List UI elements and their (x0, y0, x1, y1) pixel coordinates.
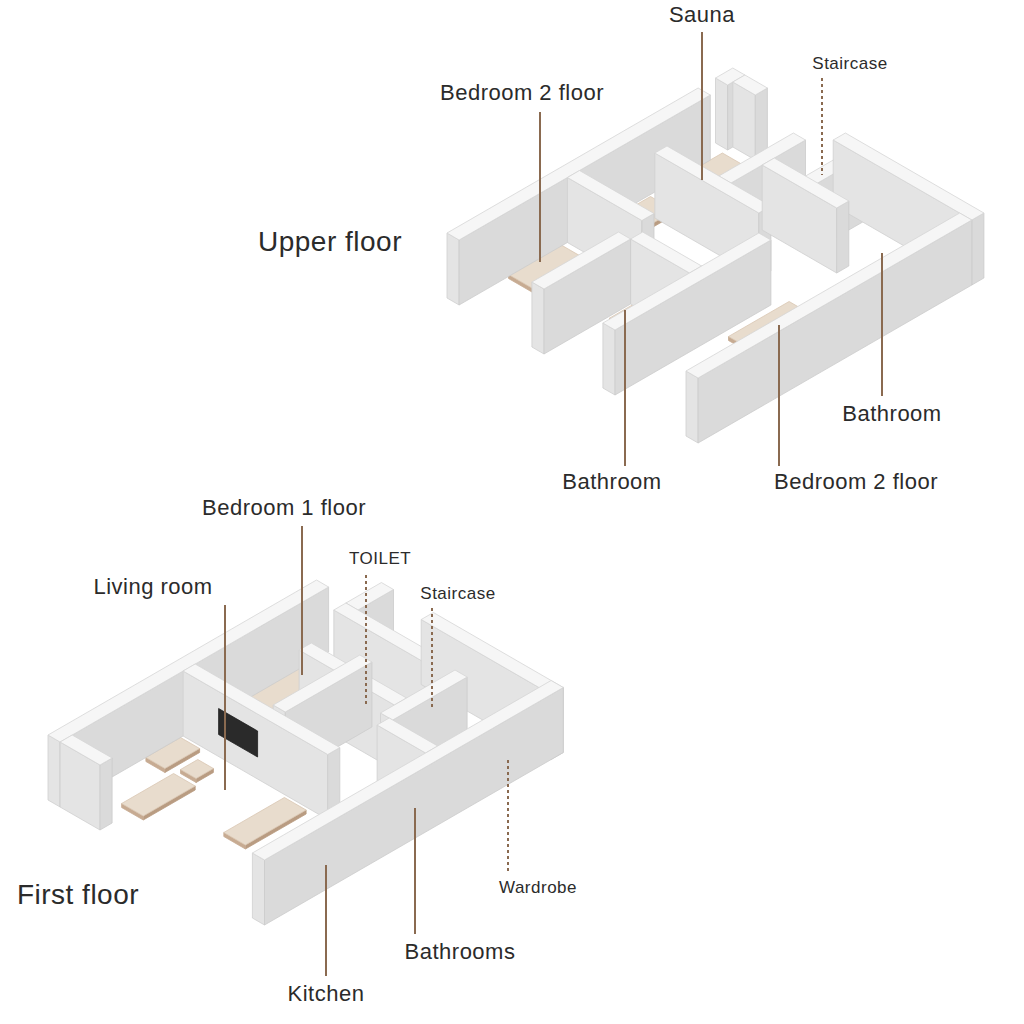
leader-line (224, 605, 226, 790)
leader-line (431, 608, 433, 710)
wall-top (377, 718, 438, 753)
wall-top (833, 133, 984, 220)
wall-top (346, 583, 394, 611)
leader-line (507, 760, 509, 872)
wall-top (567, 171, 654, 221)
leader-line (301, 526, 303, 675)
wall-top (686, 213, 972, 378)
wall-top (381, 670, 468, 720)
floor-heading: Upper floor (258, 227, 402, 258)
leader-line (881, 253, 883, 396)
floor-slab (122, 774, 196, 817)
room-label: Sauna (669, 3, 735, 27)
room-label: Staircase (420, 585, 495, 604)
leader-line (539, 112, 541, 262)
leader-line (778, 325, 780, 466)
wall-face (716, 78, 728, 150)
wall-top (60, 735, 112, 765)
wall-face (447, 233, 459, 305)
leader-line (414, 808, 416, 934)
wall-face (100, 758, 112, 830)
floor-slab (181, 760, 214, 779)
wall-face (603, 323, 615, 395)
leader-line (821, 78, 823, 175)
wall-face (532, 282, 544, 354)
wall-top (183, 664, 340, 755)
wall-top (733, 75, 768, 95)
wall-face (183, 671, 328, 820)
room-label: Bedroom 2 floor (774, 470, 938, 494)
wall-face (972, 213, 984, 285)
wall-top (762, 158, 849, 208)
room-label: Kitchen (288, 982, 365, 1006)
wall-face (698, 220, 972, 443)
wall-top (655, 146, 771, 213)
wall-top (532, 232, 631, 289)
wall-top (631, 232, 702, 273)
leader-line (365, 575, 367, 705)
wall-face (686, 371, 698, 443)
wall-face (252, 853, 264, 925)
wall-top (603, 233, 771, 330)
room-label: Wardrobe (499, 879, 577, 898)
room-label: Bathroom (562, 470, 661, 494)
wall-face (733, 82, 756, 160)
room-label: Bathrooms (405, 940, 516, 964)
room-label: Bedroom 1 floor (202, 496, 366, 520)
leader-line (325, 865, 327, 976)
leader-line (624, 310, 626, 466)
floor-heading: First floor (17, 880, 139, 911)
room-label: Bathroom (842, 402, 941, 426)
room-label: TOILET (349, 550, 411, 569)
wall-top (252, 681, 563, 861)
wall-face (48, 735, 60, 807)
wall-face (837, 201, 849, 273)
room-label: Staircase (812, 55, 887, 74)
room-label: Living room (93, 575, 212, 599)
room-label: Bedroom 2 floor (440, 81, 604, 105)
leader-line (701, 32, 703, 180)
wall-top (273, 655, 372, 712)
walls (48, 68, 984, 925)
